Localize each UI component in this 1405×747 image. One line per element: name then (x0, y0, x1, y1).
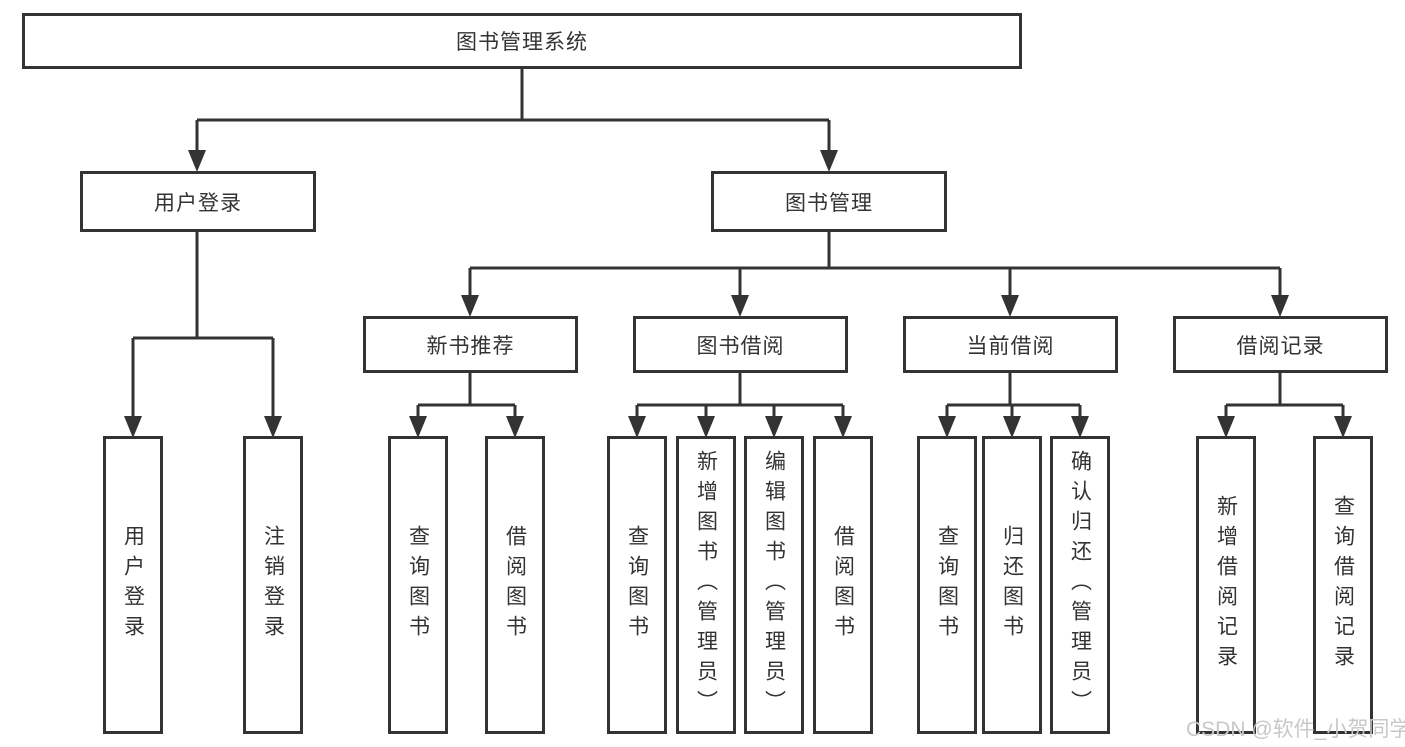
leaf-borrow-books-label: 借阅图书 (831, 525, 855, 645)
leaf-borrow-books: 借阅图书 (813, 436, 873, 734)
leaf-confirm-return-admin: 确认归还（管理员） (1050, 436, 1110, 734)
node-user-login: 用户登录 (80, 171, 316, 232)
leaf-query-borrow-record: 查询借阅记录 (1313, 436, 1373, 734)
leaf-query-books-current-label: 查询图书 (935, 525, 959, 645)
leaf-query-books-recommend: 查询图书 (388, 436, 448, 734)
leaf-query-books-borrowing: 查询图书 (607, 436, 667, 734)
node-new-book-recommend: 新书推荐 (363, 316, 578, 373)
leaf-borrow-books-recommend: 借阅图书 (485, 436, 545, 734)
leaf-add-borrow-record-label: 新增借阅记录 (1214, 495, 1238, 675)
leaf-edit-book-admin: 编辑图书（管理员） (744, 436, 804, 734)
leaf-add-borrow-record: 新增借阅记录 (1196, 436, 1256, 734)
leaf-return-book: 归还图书 (982, 436, 1042, 734)
node-book-management: 图书管理 (711, 171, 947, 232)
leaf-add-book-admin-label: 新增图书（管理员） (694, 450, 718, 720)
leaf-logout-label: 注销登录 (261, 525, 285, 645)
node-borrow-records: 借阅记录 (1173, 316, 1388, 373)
watermark-text: CSDN @软件_小贺同学 (1186, 718, 1405, 741)
node-library-system: 图书管理系统 (22, 13, 1022, 69)
leaf-user-login-label: 用户登录 (121, 525, 145, 645)
leaf-query-books-borrowing-label: 查询图书 (625, 525, 649, 645)
leaf-return-book-label: 归还图书 (1000, 525, 1024, 645)
node-current-borrowing: 当前借阅 (903, 316, 1118, 373)
leaf-query-borrow-record-label: 查询借阅记录 (1331, 495, 1355, 675)
leaf-query-books-current: 查询图书 (917, 436, 977, 734)
leaf-logout: 注销登录 (243, 436, 303, 734)
leaf-confirm-return-admin-label: 确认归还（管理员） (1068, 450, 1092, 720)
node-book-borrowing: 图书借阅 (633, 316, 848, 373)
leaf-borrow-books-recommend-label: 借阅图书 (503, 525, 527, 645)
leaf-user-login: 用户登录 (103, 436, 163, 734)
leaf-add-book-admin: 新增图书（管理员） (676, 436, 736, 734)
leaf-edit-book-admin-label: 编辑图书（管理员） (762, 450, 786, 720)
leaf-query-books-recommend-label: 查询图书 (406, 525, 430, 645)
